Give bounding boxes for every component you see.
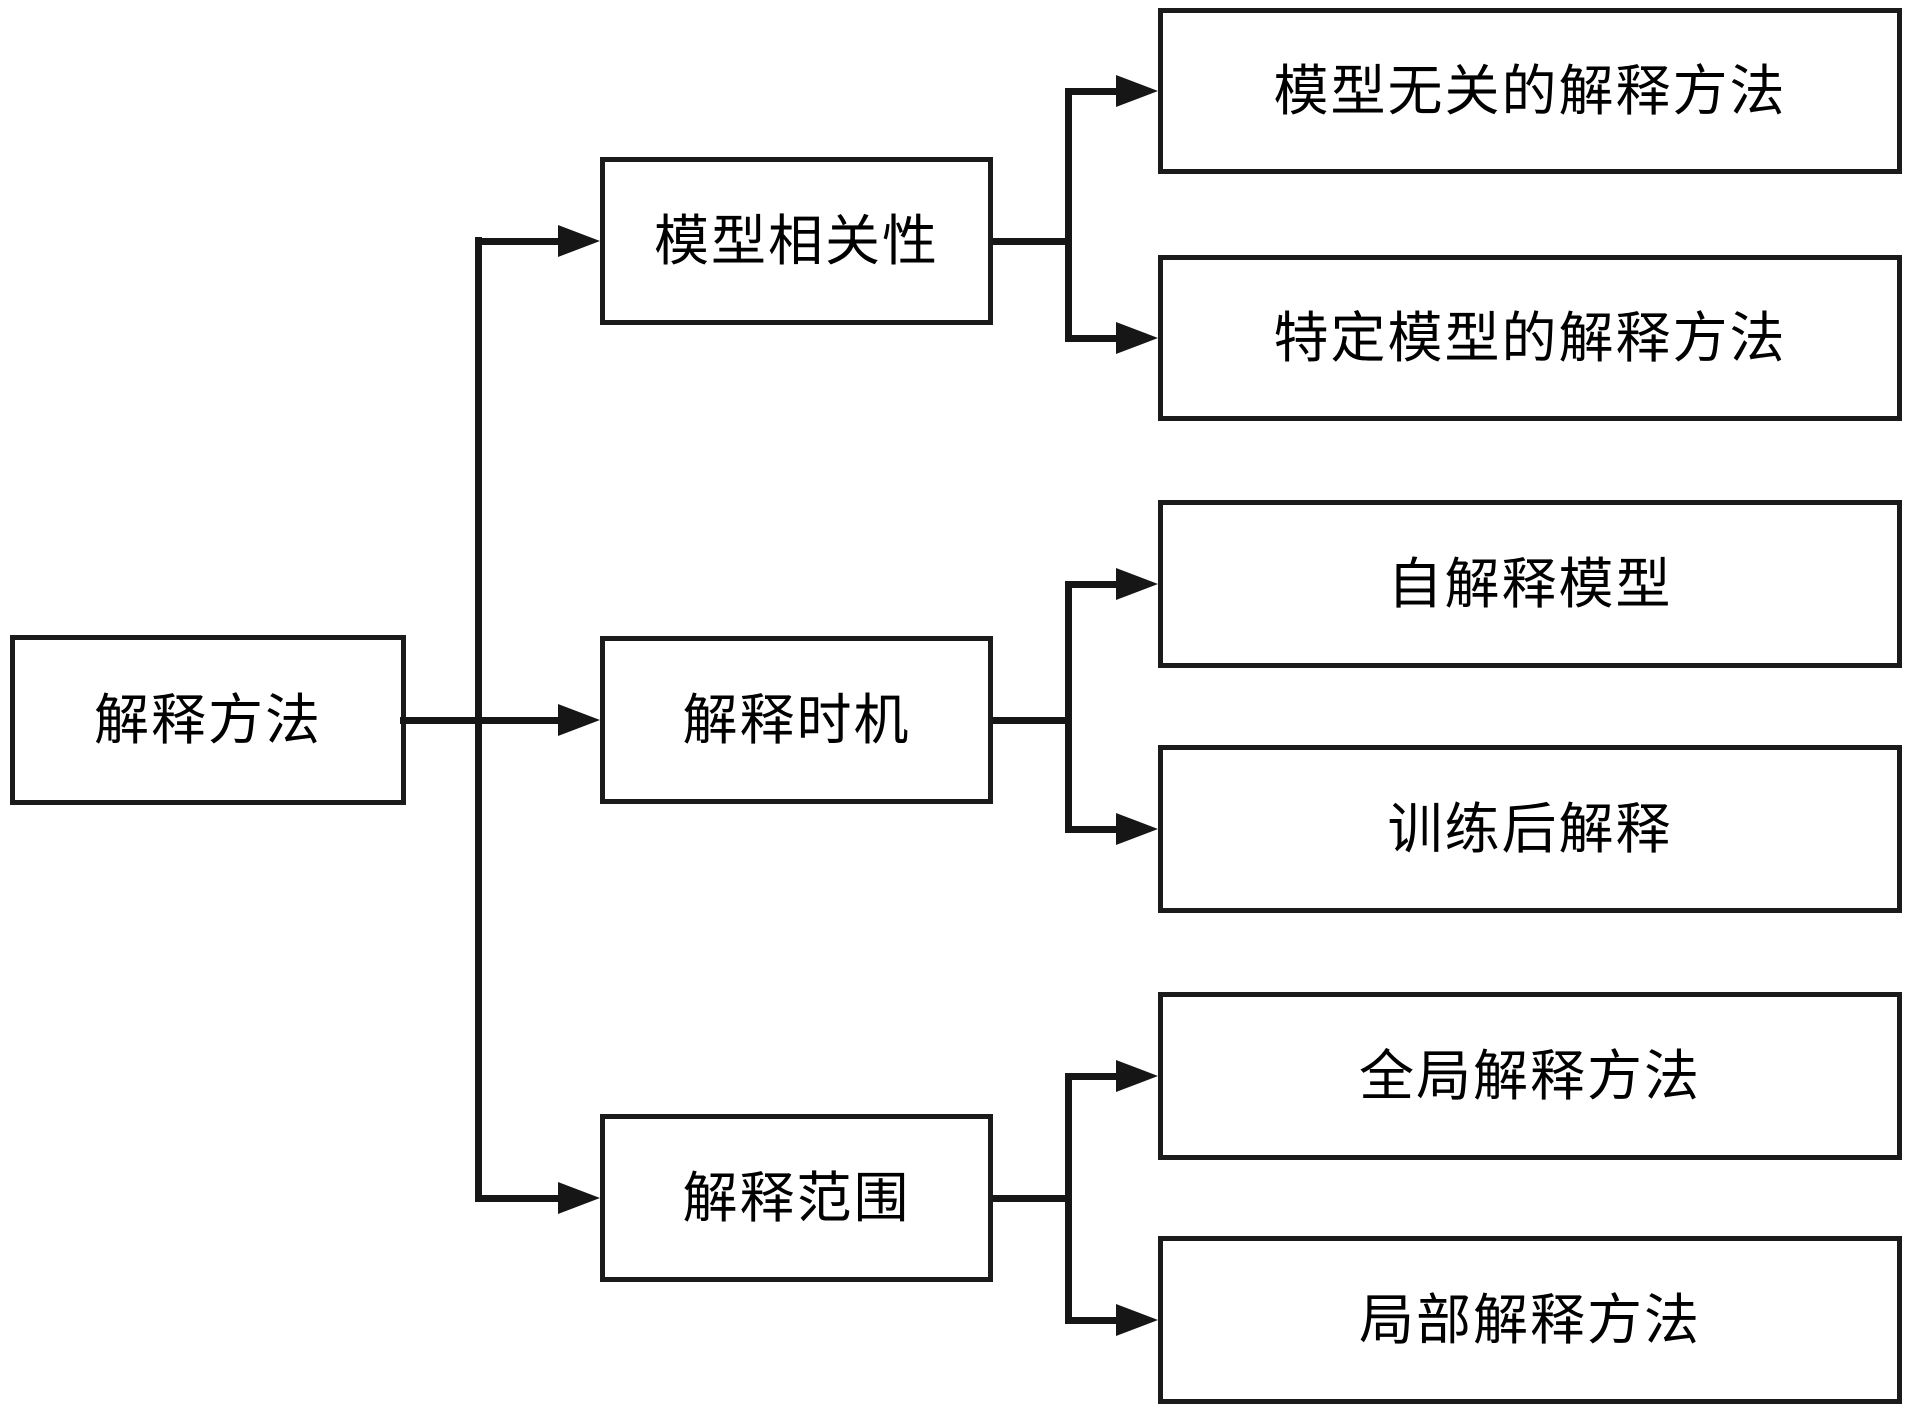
node-leaf-local-interpretation-methods: 局部解释方法 (1158, 1236, 1902, 1404)
connector-branch-bottom-horizontal (475, 1195, 560, 1202)
arrowhead-to-interpretation-scope-icon (558, 1182, 600, 1214)
node-leaf-model-specific-methods: 特定模型的解释方法 (1158, 255, 1902, 421)
node-root-interpretation-methods: 解释方法 (10, 635, 406, 805)
connector-group2-bottom-horizontal (1065, 1317, 1120, 1324)
connector-group2-top-horizontal (1065, 1073, 1120, 1080)
connector-group2-stem (993, 1195, 1072, 1202)
arrowhead-to-model-agnostic-icon (1116, 75, 1158, 107)
arrowhead-to-model-specific-icon (1116, 322, 1158, 354)
node-branch-interpretation-timing: 解释时机 (600, 636, 993, 804)
connector-branch-top-horizontal (475, 238, 560, 245)
connector-group0-stem (993, 238, 1072, 245)
arrowhead-to-post-training-icon (1116, 813, 1158, 845)
arrowhead-to-local-methods-icon (1116, 1304, 1158, 1336)
node-leaf-self-interpreting-model: 自解释模型 (1158, 500, 1902, 668)
connector-group1-stem (993, 717, 1072, 724)
arrowhead-to-interpretation-timing-icon (558, 704, 600, 736)
node-leaf-post-training-interpretation: 训练后解释 (1158, 745, 1902, 913)
connector-group1-bottom-horizontal (1065, 826, 1120, 833)
node-leaf-global-interpretation-methods: 全局解释方法 (1158, 992, 1902, 1160)
connector-group0-vertical (1065, 88, 1072, 341)
connector-group1-top-horizontal (1065, 581, 1120, 588)
node-leaf-model-agnostic-methods: 模型无关的解释方法 (1158, 8, 1902, 174)
arrowhead-to-model-relevance-icon (558, 225, 600, 257)
connector-trunk-vertical (475, 237, 482, 1202)
connector-group0-top-horizontal (1065, 88, 1120, 95)
arrowhead-to-global-methods-icon (1116, 1060, 1158, 1092)
connector-group0-bottom-horizontal (1065, 335, 1120, 342)
arrowhead-to-self-interpreting-icon (1116, 568, 1158, 600)
connector-group1-vertical (1065, 581, 1072, 832)
node-branch-interpretation-scope: 解释范围 (600, 1114, 993, 1282)
connector-group2-vertical (1065, 1073, 1072, 1323)
node-branch-model-relevance: 模型相关性 (600, 157, 993, 325)
